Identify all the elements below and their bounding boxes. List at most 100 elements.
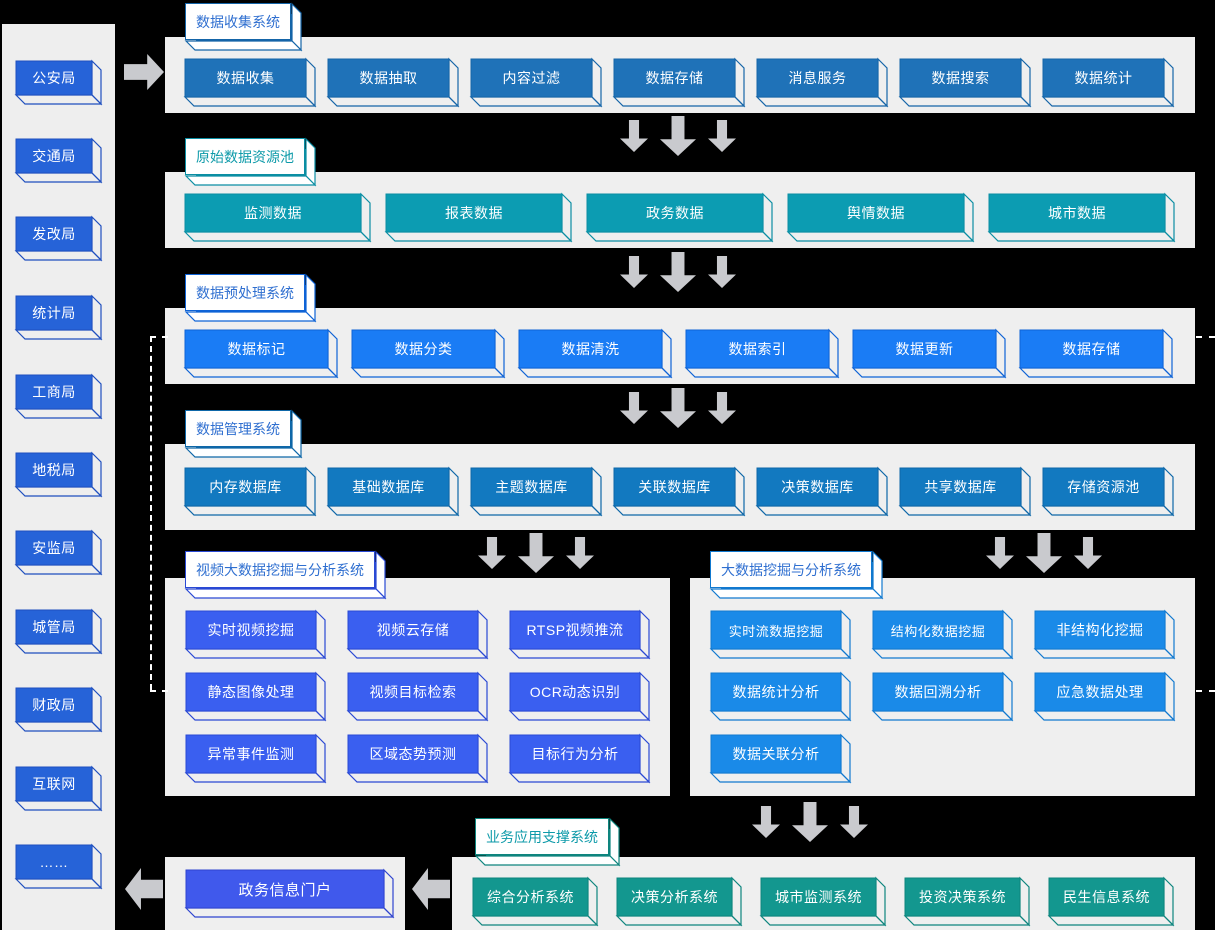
management-item-1[interactable]: 内存数据库 — [183, 466, 317, 517]
data-mining-item-4[interactable]: 数据统计分析 — [709, 671, 852, 722]
app-support-item-3[interactable]: 城市监测系统 — [759, 876, 887, 927]
app-support-item-2[interactable]: 决策分析系统 — [615, 876, 743, 927]
collection-item-4[interactable]: 数据存储 — [612, 57, 746, 108]
collection-item-5-label: 消息服务 — [788, 70, 847, 86]
video-mining-item-1[interactable]: 实时视频挖掘 — [184, 609, 327, 660]
data-mining-item-5-label: 数据回溯分析 — [894, 684, 982, 700]
video-mining-item-2-label: 视频云存储 — [376, 622, 450, 638]
management-item-6-label: 共享数据库 — [924, 479, 997, 495]
management-item-7[interactable]: 存储资源池 — [1041, 466, 1175, 517]
sidebar-item-11[interactable]: …… — [14, 843, 103, 890]
preprocess-item-6-label: 数据存储 — [1062, 341, 1121, 357]
preprocess-item-1[interactable]: 数据标记 — [183, 328, 339, 379]
management-item-5[interactable]: 决策数据库 — [755, 466, 889, 517]
video-mining-item-4-label: 静态图像处理 — [207, 684, 295, 700]
sidebar-item-5[interactable]: 工商局 — [14, 373, 103, 420]
arrow-down-icon — [708, 120, 736, 152]
rawpool-item-4[interactable]: 舆情数据 — [786, 192, 975, 243]
arrow-portal-out-icon — [125, 868, 163, 910]
sidebar-item-2-label: 交通局 — [32, 148, 76, 164]
dashed-connector-left-top — [150, 336, 168, 338]
sidebar-item-5-label: 工商局 — [32, 384, 76, 400]
rawpool-item-5[interactable]: 城市数据 — [987, 192, 1176, 243]
data-mining-item-6[interactable]: 应急数据处理 — [1033, 671, 1176, 722]
title-video-mining-label: 视频大数据挖掘与分析系统 — [196, 561, 364, 578]
title-data-mining: 大数据挖掘与分析系统 — [709, 550, 884, 600]
data-mining-item-5[interactable]: 数据回溯分析 — [871, 671, 1014, 722]
collection-item-4-label: 数据存储 — [645, 70, 704, 86]
app-support-item-1[interactable]: 综合分析系统 — [471, 876, 599, 927]
data-mining-item-3[interactable]: 非结构化挖掘 — [1033, 609, 1176, 660]
arrow-down-icon — [660, 252, 696, 292]
sidebar-item-1[interactable]: 公安局 — [14, 59, 103, 106]
data-mining-item-1-label: 实时流数据挖掘 — [728, 623, 824, 639]
sidebar-item-4[interactable]: 统计局 — [14, 294, 103, 341]
management-item-3-label: 主题数据库 — [495, 479, 568, 495]
preprocess-item-2[interactable]: 数据分类 — [350, 328, 506, 379]
arrow-down-icon — [708, 256, 736, 288]
video-mining-item-3[interactable]: RTSP视频推流 — [508, 609, 651, 660]
arrow-down-icon — [792, 802, 828, 842]
data-mining-item-3-label: 非结构化挖掘 — [1056, 622, 1144, 638]
video-mining-item-7-label: 异常事件监测 — [207, 746, 295, 762]
preprocess-item-5[interactable]: 数据更新 — [851, 328, 1007, 379]
rawpool-item-4-label: 舆情数据 — [847, 205, 905, 221]
data-mining-item-2[interactable]: 结构化数据挖掘 — [871, 609, 1014, 660]
app-support-item-2-label: 决策分析系统 — [631, 889, 718, 905]
sidebar-item-10[interactable]: 互联网 — [14, 765, 103, 812]
arrow-down-icon — [1026, 533, 1062, 573]
sidebar-item-4-label: 统计局 — [32, 305, 76, 321]
video-mining-item-8-label: 区域态势预测 — [369, 746, 457, 762]
sidebar-item-6[interactable]: 地税局 — [14, 451, 103, 498]
arrow-down-icon — [660, 388, 696, 428]
data-mining-item-1[interactable]: 实时流数据挖掘 — [709, 609, 852, 660]
sidebar-item-10-label: 互联网 — [32, 776, 76, 792]
collection-item-6[interactable]: 数据搜索 — [898, 57, 1032, 108]
app-support-item-4[interactable]: 投资决策系统 — [903, 876, 1031, 927]
collection-item-7-label: 数据统计 — [1074, 70, 1133, 86]
app-support-item-3-label: 城市监测系统 — [775, 889, 862, 905]
video-mining-item-9[interactable]: 目标行为分析 — [508, 733, 651, 784]
management-item-6[interactable]: 共享数据库 — [898, 466, 1032, 517]
app-support-item-5[interactable]: 民生信息系统 — [1047, 876, 1175, 927]
preprocess-item-6[interactable]: 数据存储 — [1018, 328, 1174, 379]
collection-item-3[interactable]: 内容过滤 — [469, 57, 603, 108]
sidebar-item-2[interactable]: 交通局 — [14, 137, 103, 184]
rawpool-item-1[interactable]: 监测数据 — [183, 192, 372, 243]
video-mining-item-8[interactable]: 区域态势预测 — [346, 733, 489, 784]
sidebar-item-8[interactable]: 城管局 — [14, 608, 103, 655]
sidebar-item-11-label: …… — [39, 854, 69, 870]
title-collection-label: 数据收集系统 — [196, 13, 280, 30]
data-mining-item-6-label: 应急数据处理 — [1056, 684, 1144, 700]
title-preprocess: 数据预处理系统 — [184, 273, 317, 323]
preprocess-item-4[interactable]: 数据索引 — [684, 328, 840, 379]
management-item-4-label: 关联数据库 — [638, 479, 711, 495]
preprocess-item-4-label: 数据索引 — [728, 341, 787, 357]
video-mining-item-6[interactable]: OCR动态识别 — [508, 671, 651, 722]
rawpool-item-3[interactable]: 政务数据 — [585, 192, 774, 243]
management-item-4[interactable]: 关联数据库 — [612, 466, 746, 517]
rawpool-item-2[interactable]: 报表数据 — [384, 192, 573, 243]
video-mining-item-4[interactable]: 静态图像处理 — [184, 671, 327, 722]
sidebar-item-9[interactable]: 财政局 — [14, 686, 103, 733]
rawpool-item-1-label: 监测数据 — [244, 205, 302, 221]
video-mining-item-2[interactable]: 视频云存储 — [346, 609, 489, 660]
sidebar-item-7[interactable]: 安监局 — [14, 529, 103, 576]
management-item-3[interactable]: 主题数据库 — [469, 466, 603, 517]
video-mining-item-5[interactable]: 视频目标检索 — [346, 671, 489, 722]
collection-item-5[interactable]: 消息服务 — [755, 57, 889, 108]
rawpool-item-5-label: 城市数据 — [1048, 205, 1106, 221]
arrow-down-icon — [620, 256, 648, 288]
sidebar-item-3[interactable]: 发改局 — [14, 215, 103, 262]
collection-item-2[interactable]: 数据抽取 — [326, 57, 460, 108]
preprocess-item-3[interactable]: 数据清洗 — [517, 328, 673, 379]
collection-item-1[interactable]: 数据收集 — [183, 57, 317, 108]
management-item-2[interactable]: 基础数据库 — [326, 466, 460, 517]
app-support-item-4-label: 投资决策系统 — [919, 889, 1006, 905]
title-raw-pool: 原始数据资源池 — [184, 137, 317, 187]
collection-item-7[interactable]: 数据统计 — [1041, 57, 1175, 108]
portal-box[interactable]: 政务信息门户 — [184, 868, 395, 919]
arrow-down-icon — [752, 806, 780, 838]
video-mining-item-7[interactable]: 异常事件监测 — [184, 733, 327, 784]
data-mining-item-7[interactable]: 数据关联分析 — [709, 733, 852, 784]
